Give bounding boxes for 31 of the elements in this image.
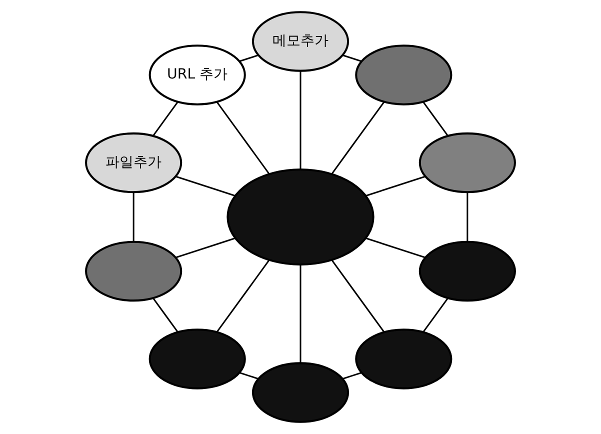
connector — [239, 54, 258, 62]
connector — [176, 176, 236, 196]
node-ellipse — [418, 240, 516, 302]
connector — [466, 192, 468, 242]
connector — [300, 264, 302, 364]
node-ellipse — [355, 44, 452, 106]
node-ellipse: URL 추가 — [148, 44, 246, 106]
node-ellipse — [148, 328, 246, 390]
node-ellipse: 메모추가 — [252, 11, 350, 72]
connector — [216, 101, 270, 174]
connector — [366, 176, 426, 196]
connector — [300, 70, 302, 170]
connector — [342, 372, 362, 380]
node-ellipse — [226, 168, 374, 266]
connector — [331, 260, 385, 333]
connector — [342, 54, 362, 62]
node-ellipse — [252, 362, 350, 423]
connector — [152, 102, 178, 136]
connector — [216, 260, 270, 333]
connector — [422, 101, 448, 136]
connector — [366, 238, 426, 258]
connector — [331, 101, 385, 174]
connector — [132, 192, 134, 242]
connector — [176, 238, 236, 258]
connector — [239, 372, 258, 380]
node-ellipse — [418, 132, 516, 194]
node-ellipse — [355, 328, 452, 390]
node-ellipse — [85, 240, 182, 302]
connector — [152, 298, 178, 333]
connector — [422, 298, 449, 332]
node-ellipse: 파일추가 — [85, 132, 182, 194]
